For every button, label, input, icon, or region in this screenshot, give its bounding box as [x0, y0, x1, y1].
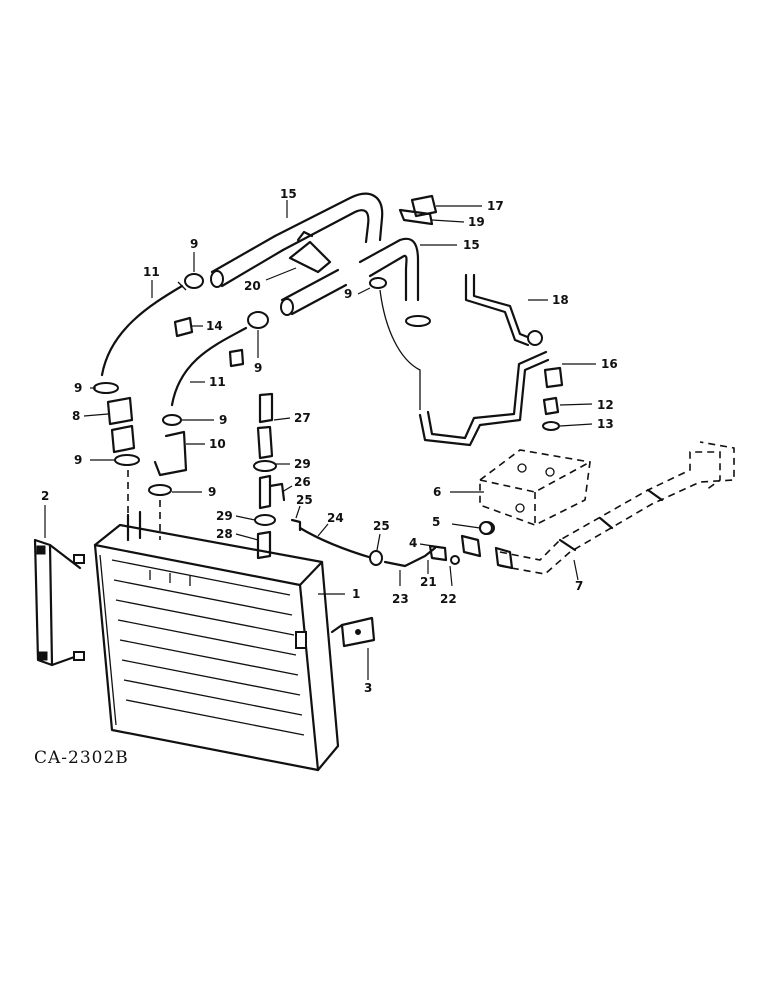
- upper-tubes: [184, 192, 431, 327]
- callout-15-a: 15: [280, 187, 297, 201]
- radiator: [93, 510, 340, 772]
- callout-2: 2: [41, 489, 49, 503]
- callout-22: 22: [440, 592, 457, 606]
- callout-13: 13: [597, 417, 614, 431]
- middle-hose-stack: [253, 392, 302, 560]
- callout-24: 24: [327, 511, 344, 525]
- callout-17: 17: [487, 199, 504, 213]
- callout-20: 20: [244, 279, 261, 293]
- callout-7: 7: [575, 579, 583, 593]
- mounting-bracket: [330, 616, 376, 648]
- callout-26: 26: [294, 475, 311, 489]
- callout-19: 19: [468, 215, 485, 229]
- callout-9-b: 9: [74, 381, 82, 395]
- callout-11-a: 11: [143, 265, 160, 279]
- center-hose-assembly: [148, 311, 269, 540]
- callout-29-a: 29: [294, 457, 311, 471]
- callout-14: 14: [206, 319, 223, 333]
- left-hose-assembly: [93, 281, 187, 540]
- housing: [479, 449, 591, 535]
- callout-labels: 1 2 3 4 5 6 7 8 9 9 9 9 9 9 9 10 11: [41, 187, 618, 695]
- callout-5: 5: [432, 515, 440, 529]
- callout-9-g: 9: [344, 287, 352, 301]
- side-panel: [33, 538, 85, 667]
- callout-6: 6: [433, 485, 441, 499]
- callout-8: 8: [72, 409, 80, 423]
- callout-15-b: 15: [463, 238, 480, 252]
- callout-9-e: 9: [208, 485, 216, 499]
- callout-27: 27: [294, 411, 311, 425]
- lower-hose-fittings: [298, 521, 495, 568]
- callout-25-a: 25: [296, 493, 313, 507]
- callout-9-a: 9: [190, 237, 198, 251]
- callout-12: 12: [597, 398, 614, 412]
- callout-9-f: 9: [254, 361, 262, 375]
- outlet-pipe: [494, 441, 735, 575]
- callout-11-b: 11: [209, 375, 226, 389]
- oil-line: [379, 273, 543, 410]
- callout-10: 10: [209, 437, 226, 451]
- callout-16: 16: [601, 357, 618, 371]
- callout-18: 18: [552, 293, 569, 307]
- drawing-code: CA-2302B: [34, 748, 129, 768]
- callout-23: 23: [392, 592, 409, 606]
- clips: [398, 194, 438, 226]
- callout-3: 3: [364, 681, 372, 695]
- callout-28: 28: [216, 527, 233, 541]
- callout-29-b: 29: [216, 509, 233, 523]
- callout-4: 4: [409, 536, 417, 550]
- callout-21: 21: [420, 575, 437, 589]
- return-line: [418, 350, 564, 447]
- callout-1: 1: [352, 587, 360, 601]
- callout-9-d: 9: [219, 413, 227, 427]
- callout-9-c: 9: [74, 453, 82, 467]
- callout-25-b: 25: [373, 519, 390, 533]
